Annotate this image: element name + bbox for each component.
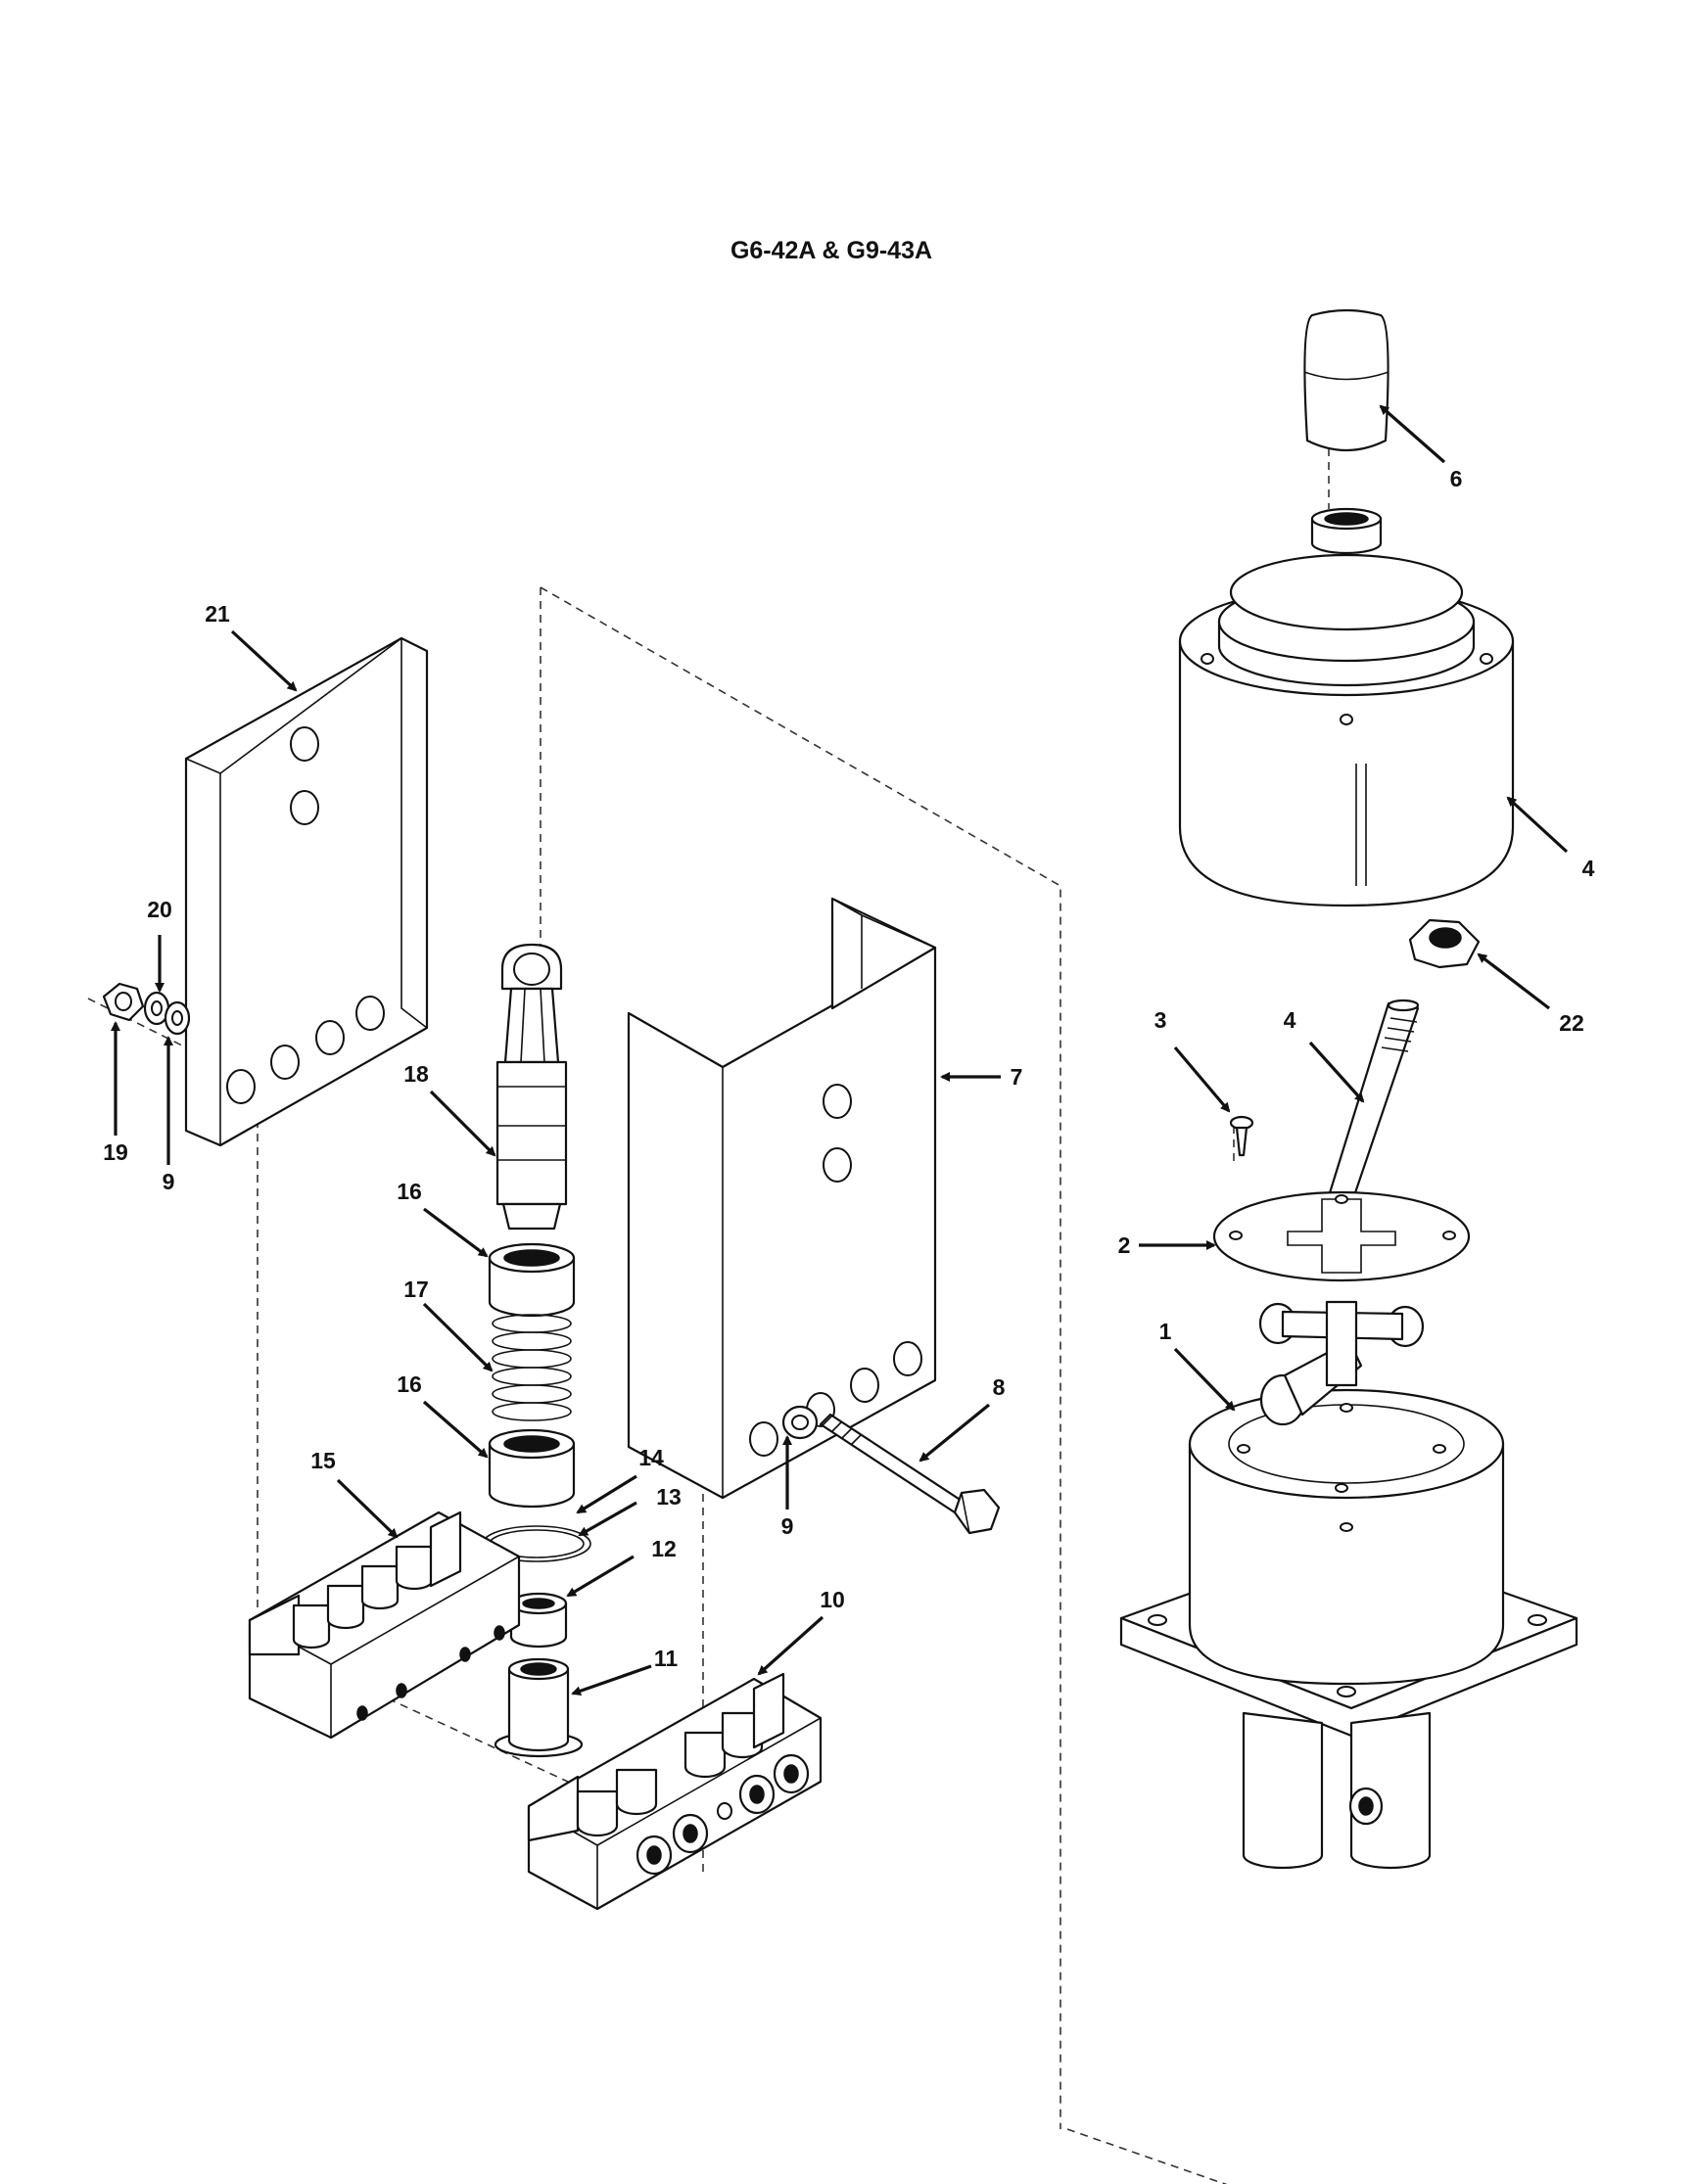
angle-bracket-part-21: [184, 636, 429, 1147]
callout-9-left: 9: [163, 1169, 175, 1194]
callout-10: 10: [820, 1587, 845, 1612]
spring-part-17: [492, 1314, 572, 1421]
valve-body-part-1: [1119, 1300, 1578, 1870]
callout-14: 14: [638, 1445, 664, 1470]
spacer-part-16-top: [488, 1242, 576, 1318]
u-channel-bracket-part-7: [627, 897, 937, 1500]
callout-5: 6: [1450, 466, 1463, 491]
flanged-sleeve-part-11: [494, 1657, 584, 1758]
mounting-plate-part-2: [1212, 1190, 1471, 1282]
washer-part-9-left: [164, 1000, 191, 1036]
callout-labels: 6 4 22 4 3 2 1 7 8 9 10 11 12 13 14 15 1…: [103, 466, 1594, 1671]
spacer-part-16-bottom: [488, 1428, 576, 1509]
control-knob-part-5: [1303, 308, 1389, 452]
boot-housing-part-6: [1178, 507, 1515, 907]
screw-part-3: [1229, 1115, 1254, 1157]
callout-4: 4: [1284, 1007, 1296, 1033]
plunger-rod-end-part-18: [495, 943, 568, 1231]
callout-21: 21: [205, 601, 230, 627]
callout-17: 17: [403, 1277, 429, 1302]
leader-arrows: [111, 404, 1569, 1696]
callout-12: 12: [651, 1536, 677, 1561]
callout-1: 1: [1159, 1319, 1172, 1344]
manifold-block-part-15: [248, 1510, 521, 1740]
callout-8: 8: [993, 1374, 1006, 1400]
callout-13: 13: [656, 1484, 682, 1510]
callout-20: 20: [147, 897, 172, 922]
washer-part-9-middle: [781, 1405, 819, 1440]
lock-washer-part-20: [143, 991, 170, 1026]
callout-16-top: 16: [397, 1179, 422, 1204]
callout-16-bottom: 16: [397, 1371, 422, 1397]
hex-nut-part-22: [1408, 918, 1481, 969]
callout-6: 4: [1582, 856, 1595, 881]
callout-11: 11: [654, 1646, 679, 1671]
manifold-block-part-10: [527, 1672, 823, 1911]
callout-7: 7: [1011, 1064, 1023, 1090]
hex-nut-part-19: [102, 982, 145, 1022]
bushing-part-12: [509, 1592, 568, 1649]
callout-15: 15: [310, 1448, 336, 1473]
callout-22: 22: [1559, 1010, 1584, 1036]
diagram-title: G6-42A & G9-43A: [730, 237, 932, 264]
callout-18: 18: [403, 1061, 429, 1087]
callout-9-middle: 9: [781, 1513, 794, 1539]
control-lever-part-4: [1322, 999, 1420, 1221]
hex-bolt-part-8: [819, 1413, 1001, 1535]
callout-3: 3: [1154, 1007, 1167, 1033]
callout-2: 2: [1118, 1232, 1131, 1258]
callout-19: 19: [103, 1139, 128, 1165]
